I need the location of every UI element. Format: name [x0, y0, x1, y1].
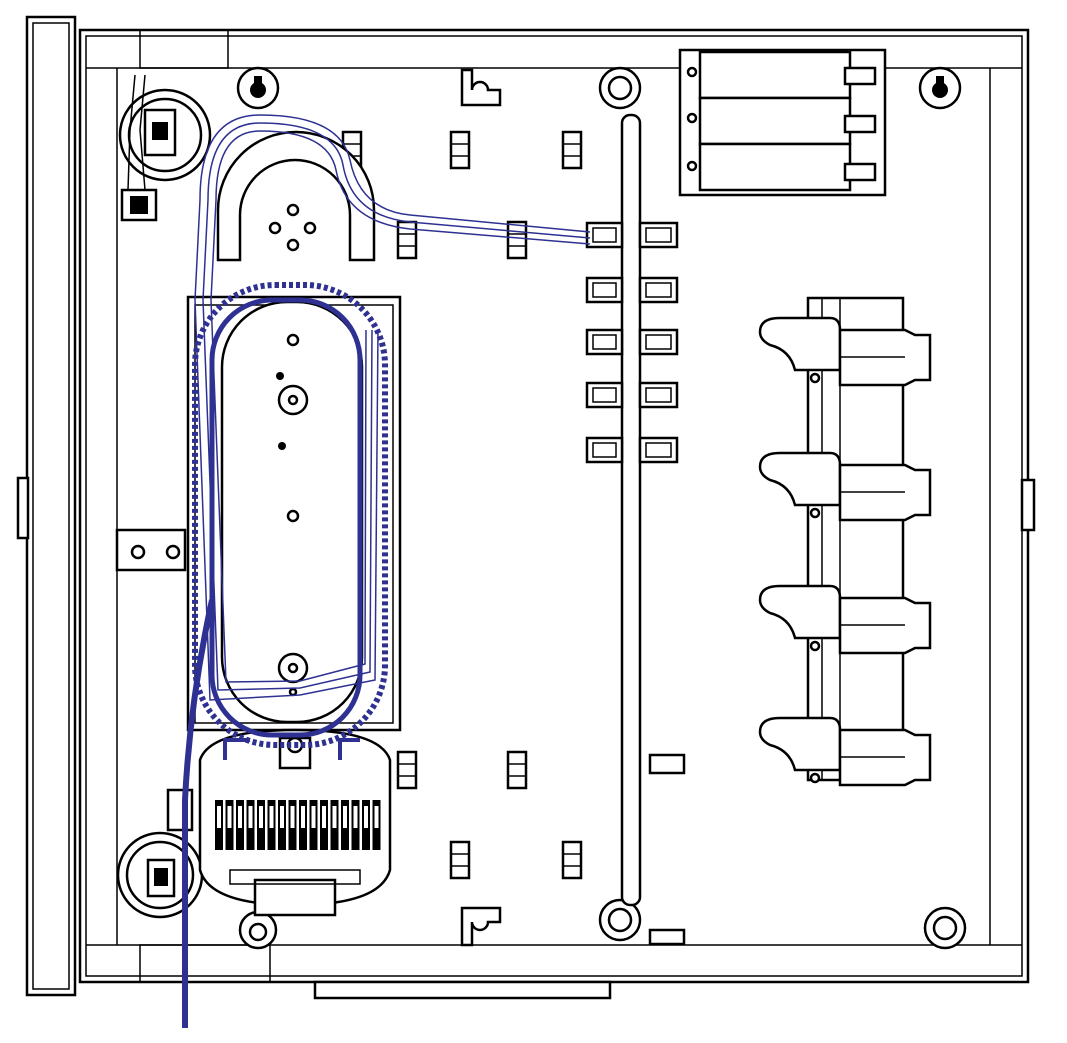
output-connector: [758, 316, 932, 387]
adapter-port: [585, 436, 624, 464]
ring-hole-icon: [598, 66, 642, 110]
adapter-port: [638, 328, 679, 356]
adapter-port: [638, 436, 679, 464]
ring-hole-icon: [923, 906, 967, 950]
adapter-port: [585, 221, 624, 249]
hook: [460, 906, 502, 947]
slot: [449, 130, 471, 170]
output-connector: [758, 716, 932, 787]
cable-gland-top: [118, 74, 212, 222]
adapter-port: [638, 381, 679, 409]
ring-hole-icon: [598, 898, 642, 942]
adapter-port: [638, 221, 679, 249]
battery-holder: [678, 48, 887, 197]
slot: [561, 840, 583, 880]
adapter-column: [585, 221, 679, 464]
slot: [396, 220, 418, 260]
splice-holder: [198, 728, 392, 917]
adapter-port: [585, 276, 624, 304]
adapter-port: [638, 276, 679, 304]
fiber-cable: [182, 114, 591, 1028]
mounting-holes: [236, 66, 967, 950]
ring-hole-icon: [238, 910, 278, 950]
keyhole-icon: [236, 66, 280, 110]
hook: [460, 68, 502, 107]
slot: [449, 840, 471, 880]
slot: [506, 220, 528, 260]
divider-rail: [620, 113, 686, 946]
output-connector: [758, 584, 932, 655]
adapter-port: [585, 328, 624, 356]
keyhole-icon: [918, 66, 962, 110]
door-panel: [16, 15, 77, 997]
bracket: [115, 528, 187, 572]
slot: [561, 130, 583, 170]
output-connector: [758, 451, 932, 522]
adapter-port: [585, 381, 624, 409]
slot: [396, 750, 418, 790]
slot: [506, 750, 528, 790]
output-connectors: [758, 296, 932, 787]
